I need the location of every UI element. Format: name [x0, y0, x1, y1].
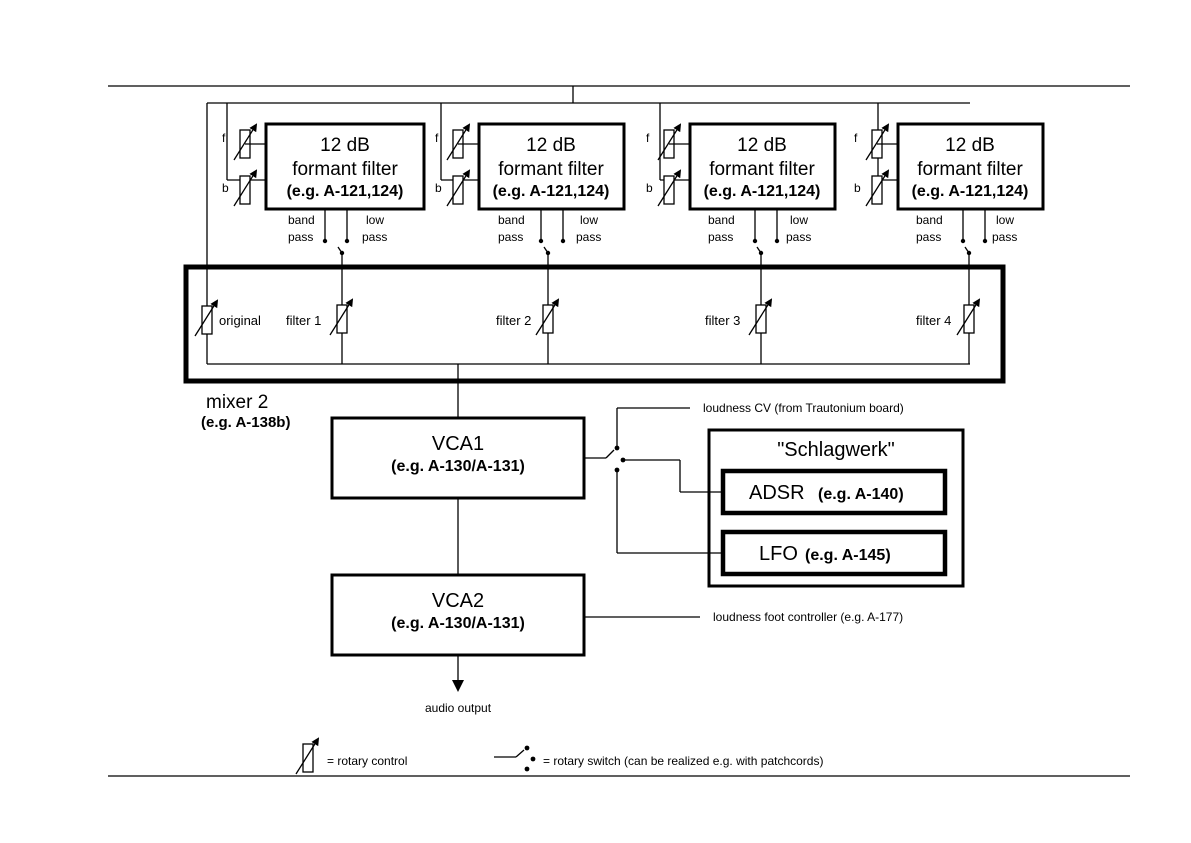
- low-label: low: [790, 213, 808, 227]
- mixer-title: mixer 2: [206, 392, 268, 413]
- low-pass-label: pass: [786, 230, 811, 244]
- knob-f-icon: [657, 123, 690, 161]
- formant-filter-1: 12 dB formant filter (e.g. A-121,124) f …: [222, 122, 426, 305]
- band-label: band: [708, 213, 735, 227]
- band-label: band: [916, 213, 943, 227]
- audio-output-label: audio output: [425, 701, 492, 715]
- lfo-example: (e.g. A-145): [805, 547, 891, 564]
- low-pass-label: pass: [992, 230, 1017, 244]
- cv-rotary-switch: [584, 407, 723, 554]
- legend-rotary-control-icon: [295, 737, 320, 775]
- legend-rotary-control-label: = rotary control: [327, 754, 407, 768]
- low-pass-label: pass: [362, 230, 387, 244]
- vca2-title: VCA2: [432, 590, 484, 612]
- vca1-example: (e.g. A-130/A-131): [391, 458, 525, 475]
- knob-b-icon: [657, 169, 682, 207]
- formant-filter-2: 12 dB formant filter (e.g. A-121,124) f …: [435, 122, 626, 305]
- rotary-switch-icon: [543, 246, 551, 305]
- rotary-control-icon: [194, 299, 219, 364]
- mixer-channel-filter-3: filter 3: [705, 313, 740, 328]
- formant-filter-box: [477, 122, 626, 211]
- mixer-example: (e.g. A-138b): [201, 414, 290, 431]
- low-label: low: [580, 213, 598, 227]
- knob-b-label: b: [222, 181, 229, 195]
- formant-filter-box: [896, 122, 1045, 211]
- mixer-channel-filter-4: filter 4: [916, 313, 951, 328]
- schlagwerk-title: "Schlagwerk": [777, 439, 895, 461]
- rotary-switch-icon: [756, 246, 764, 305]
- legend-rotary-switch-label: = rotary switch (can be realized e.g. wi…: [543, 754, 823, 768]
- knob-f-icon: [865, 123, 898, 161]
- adsr-name: ADSR: [749, 482, 805, 504]
- band-label: band: [498, 213, 525, 227]
- formant-filter-4: 12 dB formant filter (e.g. A-121,124) f …: [854, 122, 1045, 305]
- knob-f-label: f: [646, 131, 650, 145]
- filter-example: (e.g. A-121,124): [493, 183, 610, 200]
- filter-example: (e.g. A-121,124): [287, 183, 404, 200]
- filter-title: 12 dB: [320, 135, 370, 156]
- band-label: band: [288, 213, 315, 227]
- knob-b-label: b: [854, 181, 861, 195]
- filter-subtitle: formant filter: [917, 159, 1023, 180]
- knob-f-icon: [233, 123, 266, 161]
- lfo-name: LFO: [759, 543, 798, 565]
- loudness-cv-label: loudness CV (from Trautonium board): [703, 401, 904, 415]
- schlagwerk-box: [707, 428, 965, 588]
- loudness-foot-label: loudness foot controller (e.g. A-177): [713, 610, 903, 624]
- filter-title: 12 dB: [526, 135, 576, 156]
- knob-b-icon: [865, 169, 890, 207]
- lfo-box: [720, 529, 948, 577]
- knob-f-label: f: [222, 131, 226, 145]
- formant-filter-box: [264, 122, 426, 211]
- mixer-box: [183, 264, 1006, 384]
- knob-b-icon: [446, 169, 471, 207]
- rotary-control-icon: [748, 298, 773, 364]
- mixer-channel-filter-2: filter 2: [496, 313, 531, 328]
- filter-subtitle: formant filter: [498, 159, 604, 180]
- filter-title: 12 dB: [737, 135, 787, 156]
- knob-b-icon: [233, 169, 258, 207]
- rotary-control-icon: [535, 298, 560, 364]
- adsr-box: [720, 468, 948, 516]
- knob-b-label: b: [435, 181, 442, 195]
- knob-f-icon: [446, 123, 479, 161]
- rotary-switch-icon: [964, 246, 972, 305]
- band-pass-label: pass: [916, 230, 941, 244]
- vca1: VCA1 (e.g. A-130/A-131): [330, 416, 586, 500]
- vca2: VCA2 (e.g. A-130/A-131): [330, 573, 586, 657]
- schlagwerk: "Schlagwerk" ADSR (e.g. A-140) LFO (e.g.…: [707, 428, 965, 588]
- formant-filter-box: [688, 122, 837, 211]
- vca2-example: (e.g. A-130/A-131): [391, 615, 525, 632]
- legend-rotary-switch-icon: [494, 745, 536, 772]
- filter-subtitle: formant filter: [709, 159, 815, 180]
- rotary-control-icon: [956, 298, 981, 364]
- mixer-channel-filter-1: filter 1: [286, 313, 321, 328]
- vca1-title: VCA1: [432, 433, 484, 455]
- knob-f-label: f: [854, 131, 858, 145]
- low-pass-label: pass: [576, 230, 601, 244]
- filter-example: (e.g. A-121,124): [704, 183, 821, 200]
- band-pass-label: pass: [708, 230, 733, 244]
- rotary-control-icon: [329, 298, 354, 364]
- mixer-2: original filter 1 filter 2 filter 3 filt…: [183, 264, 1006, 431]
- rotary-switch-icon: [337, 246, 345, 305]
- formant-filter-3: 12 dB formant filter (e.g. A-121,124) f …: [646, 122, 837, 305]
- mixer-channel-original: original: [219, 313, 261, 328]
- low-label: low: [366, 213, 384, 227]
- band-pass-label: pass: [288, 230, 313, 244]
- knob-b-label: b: [646, 181, 653, 195]
- low-label: low: [996, 213, 1014, 227]
- band-pass-label: pass: [498, 230, 523, 244]
- adsr-example: (e.g. A-140): [818, 486, 904, 503]
- knob-f-label: f: [435, 131, 439, 145]
- filter-subtitle: formant filter: [292, 159, 398, 180]
- filter-example: (e.g. A-121,124): [912, 183, 1029, 200]
- audio-output-arrow-icon: [452, 655, 464, 692]
- filter-title: 12 dB: [945, 135, 995, 156]
